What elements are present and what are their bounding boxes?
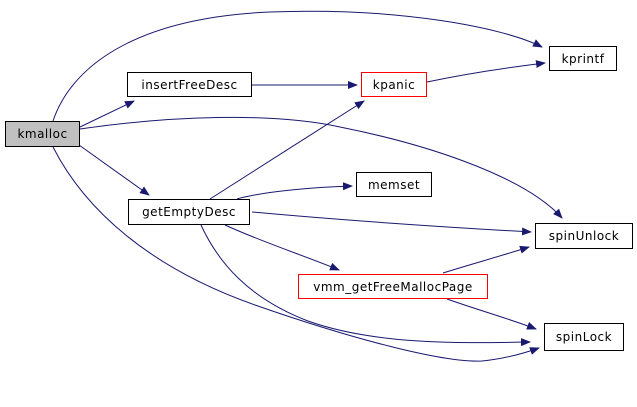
node-memset[interactable]: memset: [356, 172, 432, 197]
edge-getEmptyDesc-memset: [236, 182, 353, 200]
node-kpanic[interactable]: kpanic: [361, 72, 427, 97]
edge-kmalloc-spinLock: [52, 146, 540, 362]
node-spinLock[interactable]: spinLock: [544, 323, 624, 351]
node-vmm_getFreeMallocPage[interactable]: vmm_getFreeMallocPage: [298, 274, 488, 299]
node-spinUnlock[interactable]: spinUnlock: [535, 223, 633, 249]
edge-kpanic-kprintf: [426, 60, 546, 83]
node-kprintf[interactable]: kprintf: [549, 46, 617, 71]
edge-kmalloc-spinUnlock: [79, 116, 563, 219]
edge-kmalloc-getEmptyDesc: [78, 144, 150, 196]
edge-getEmptyDesc-spinLock: [200, 224, 531, 347]
edge-vmm_getFreeMallocPage-spinLock: [446, 298, 537, 330]
edge-getEmptyDesc-spinUnlock: [251, 211, 532, 236]
edge-kmalloc-insertFreeDesc: [79, 100, 135, 128]
edge-getEmptyDesc-kpanic: [209, 100, 365, 200]
edge-kmalloc-kprintf: [52, 10, 543, 122]
node-kmalloc: kmalloc: [5, 121, 80, 147]
edge-getEmptyDesc-vmm_getFreeMallocPage: [224, 224, 340, 271]
node-insertFreeDesc[interactable]: insertFreeDesc: [127, 72, 252, 97]
node-getEmptyDesc[interactable]: getEmptyDesc: [128, 199, 250, 225]
edge-vmm_getFreeMallocPage-spinUnlock: [442, 245, 530, 274]
